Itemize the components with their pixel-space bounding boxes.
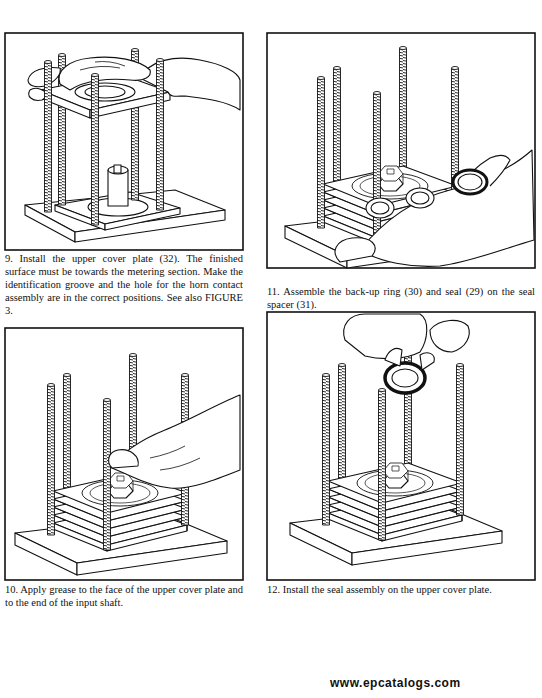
step-caption: 11. Assemble the back-up ring (30) and s… <box>267 285 535 311</box>
watermark: www.epcatalogs.com <box>330 676 461 690</box>
step-caption: 9. Install the upper cover plate (32). T… <box>5 252 243 317</box>
step-caption: 10. Apply grease to the face of the uppe… <box>5 583 243 609</box>
step-caption: 12. Install the seal assembly on the upp… <box>267 583 535 596</box>
